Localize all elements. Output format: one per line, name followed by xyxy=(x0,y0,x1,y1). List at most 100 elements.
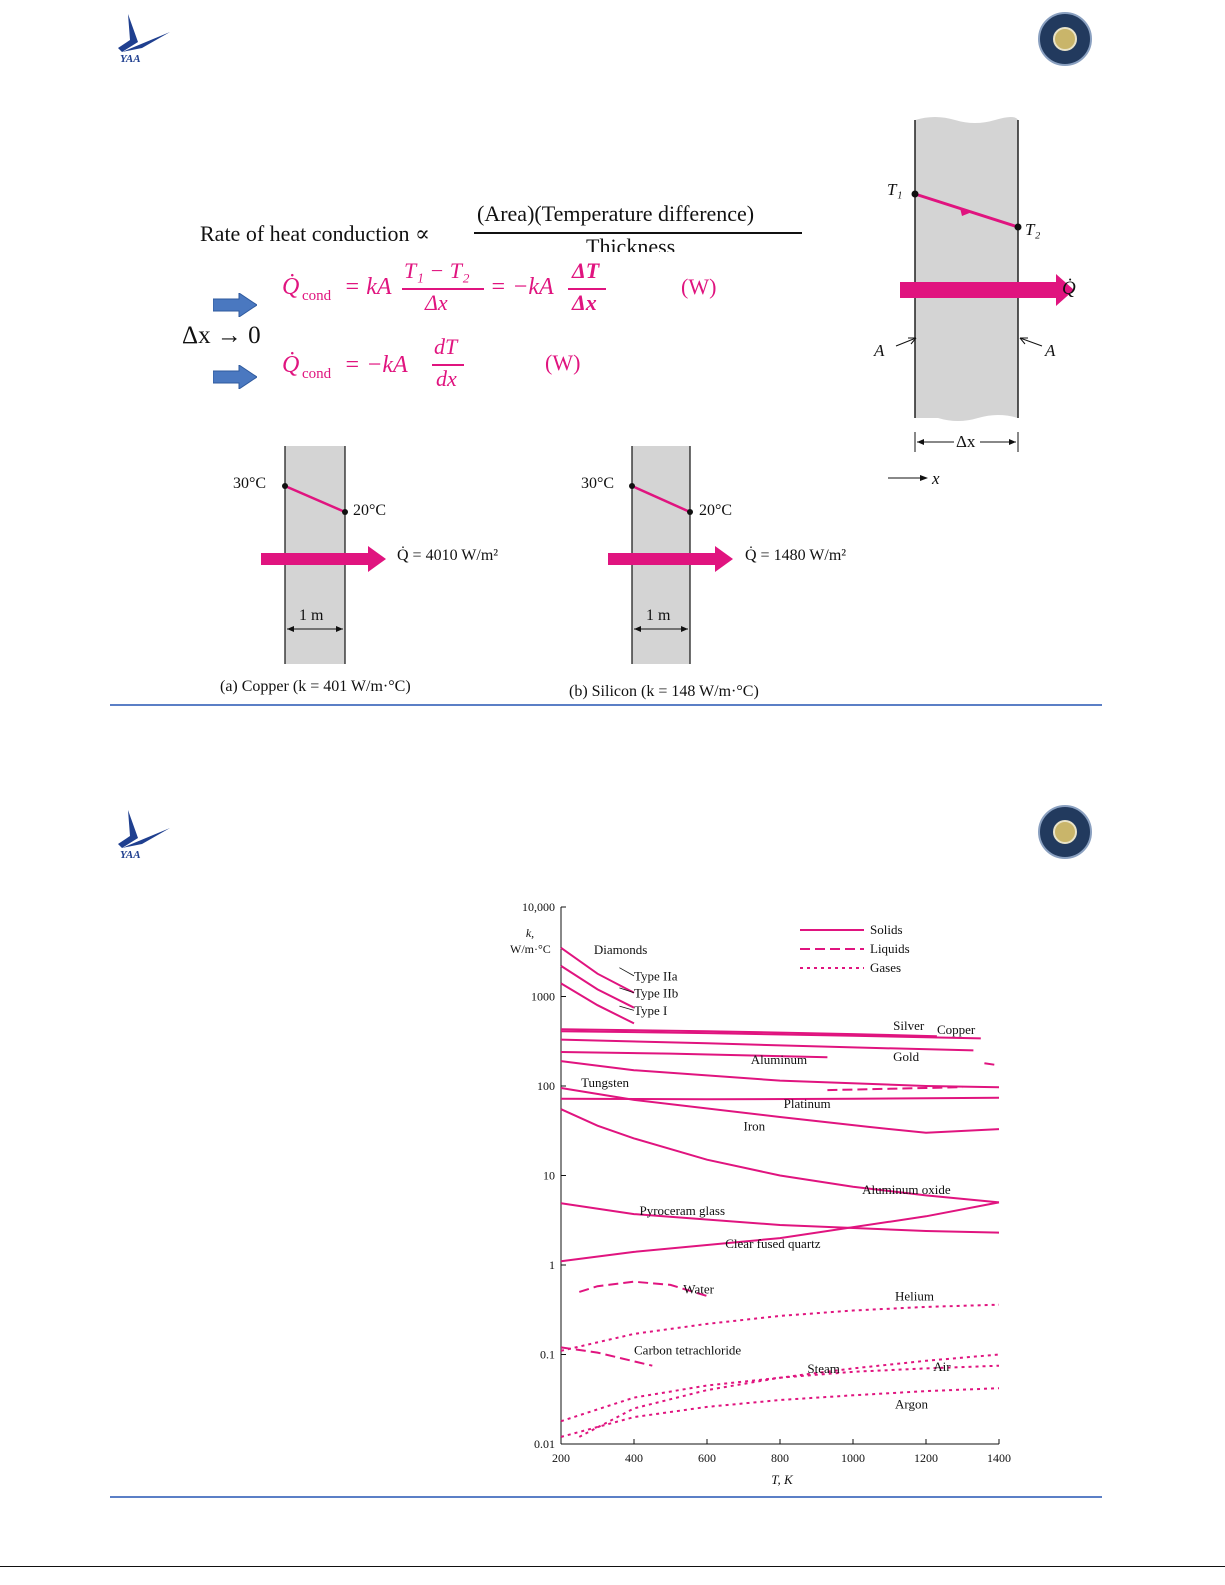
y-tick-label: 10,000 xyxy=(522,900,555,914)
series-line xyxy=(560,1087,1000,1134)
annotation-label: Type IIa xyxy=(634,969,678,984)
silicon-caption: (b) Silicon (k = 148 W/m·°C) xyxy=(569,683,759,700)
svg-text:YAA: YAA xyxy=(120,849,141,860)
copper-wall-diagram xyxy=(261,446,386,664)
eq2-mid: = −kA xyxy=(344,352,408,378)
proportional-numerator: (Area)(Temperature difference) xyxy=(477,201,755,226)
eq2-frac-num: dT xyxy=(434,334,458,359)
x-tick-label: 1000 xyxy=(841,1451,865,1465)
y-tick-label: 1000 xyxy=(531,990,555,1004)
y-axis-label: W/m·°C xyxy=(510,942,551,956)
eq1-frac-den: Δx xyxy=(425,290,448,315)
eq1-frac-bar xyxy=(402,288,484,290)
x-tick-label: 200 xyxy=(552,1451,570,1465)
silicon-wall-diagram xyxy=(608,446,733,664)
series-line xyxy=(984,1062,1000,1067)
silicon-thickness: 1 m xyxy=(646,607,671,624)
eq1-frac2-den: Δx xyxy=(572,290,597,315)
eq1-lhs: Q̇ xyxy=(282,274,300,300)
fraction-bar xyxy=(474,232,802,234)
wall-a-right: A xyxy=(1045,341,1056,360)
academy-seal xyxy=(1038,805,1092,859)
vaa-logo: YAA xyxy=(118,810,170,860)
y-tick-label: 100 xyxy=(537,1079,555,1093)
eq2-unit: (W) xyxy=(545,350,581,375)
annotation-label: Silver xyxy=(893,1018,925,1033)
series-line xyxy=(560,1364,1000,1423)
annotation-label: Type I xyxy=(634,1003,667,1018)
slide2-footer-rule xyxy=(110,1496,1102,1498)
wall-dx: Δx xyxy=(956,432,976,451)
silicon-t-cold: 20°C xyxy=(699,502,733,519)
series-line xyxy=(579,1280,708,1297)
wall-a-left: A xyxy=(874,341,885,360)
eq2-frac-bar xyxy=(432,364,464,366)
annotation-label: Copper xyxy=(937,1022,976,1037)
annotation-label: Tungsten xyxy=(581,1075,629,1090)
series-line xyxy=(560,1303,1000,1352)
limit-text: Δx → 0 xyxy=(182,322,261,349)
y-tick-label: 1 xyxy=(549,1258,555,1272)
wall-t1: T₁ xyxy=(887,180,903,199)
silicon-t-hot: 30°C xyxy=(581,475,615,492)
legend-label: Gases xyxy=(870,960,901,975)
x-tick-label: 400 xyxy=(625,1451,643,1465)
page-bottom-rule xyxy=(0,1566,1225,1567)
series-line xyxy=(560,1051,828,1059)
series-line xyxy=(560,1030,981,1040)
academy-seal xyxy=(1038,12,1092,66)
x-tick-label: 800 xyxy=(771,1451,789,1465)
copper-thickness: 1 m xyxy=(299,607,324,624)
y-tick-label: 0.1 xyxy=(540,1348,555,1362)
series-line xyxy=(560,1201,1000,1263)
wall-x: x xyxy=(932,469,940,488)
series-line xyxy=(560,1060,1000,1089)
annotation-label: Iron xyxy=(744,1118,766,1133)
svg-text:YAA: YAA xyxy=(120,53,141,64)
eq1-frac2-num: ΔT xyxy=(572,258,600,283)
eq2-sub: cond xyxy=(302,366,332,382)
series-line xyxy=(560,1038,974,1052)
annotation-label: Steam xyxy=(807,1361,840,1376)
eq2-lhs: Q̇ xyxy=(282,352,300,378)
eq1-sub: cond xyxy=(302,288,332,304)
annotation-leader xyxy=(619,967,635,977)
series-line xyxy=(560,1202,1000,1234)
series-line xyxy=(560,1028,937,1038)
copper-t-cold: 20°C xyxy=(353,502,387,519)
plane-wall-diagram xyxy=(888,117,1074,481)
annotation-label: Helium xyxy=(895,1289,934,1304)
annotation-label: Carbon tetrachloride xyxy=(634,1343,741,1358)
legend-label: Liquids xyxy=(870,941,910,956)
annotation-leader xyxy=(619,1005,635,1011)
proportional-denominator: Thickness xyxy=(586,234,676,252)
x-tick-label: 600 xyxy=(698,1451,716,1465)
wall-q: Q̇ xyxy=(1062,278,1076,299)
series-line xyxy=(827,1086,963,1092)
annotation-leader xyxy=(619,987,635,994)
x-tick-label: 1200 xyxy=(914,1451,938,1465)
eq1-unit: (W) xyxy=(681,274,717,299)
eq1-mid: = kA xyxy=(344,274,392,300)
y-tick-label: 10 xyxy=(543,1169,555,1183)
annotation-label: Diamonds xyxy=(594,942,647,957)
annotation-label: Argon xyxy=(895,1396,928,1411)
blue-arrow-icon xyxy=(213,365,257,389)
series-line xyxy=(560,1387,1000,1438)
silicon-q: Q̇ = 1480 W/m² xyxy=(745,547,847,564)
x-axis-label: T, K xyxy=(771,1472,794,1487)
annotation-label: Gold xyxy=(893,1049,920,1064)
y-tick-label: 0.01 xyxy=(534,1437,555,1451)
eq1-mid2: = −kA xyxy=(490,274,554,300)
series-line xyxy=(560,1108,1000,1204)
y-axis-label: k, xyxy=(526,926,534,940)
annotation-label: Clear fused quartz xyxy=(725,1236,821,1251)
eq1-frac2-bar xyxy=(568,288,606,290)
series-line xyxy=(560,982,635,1025)
denominator-clip: Thickness xyxy=(470,234,810,252)
annotation-label: Air xyxy=(933,1359,951,1374)
proportional-left: Rate of heat conduction ∝ xyxy=(200,221,430,246)
series-line xyxy=(560,1346,653,1367)
eq1-frac-num: T₁ − T₂ xyxy=(404,258,470,283)
vaa-logo: YAA xyxy=(118,14,170,64)
